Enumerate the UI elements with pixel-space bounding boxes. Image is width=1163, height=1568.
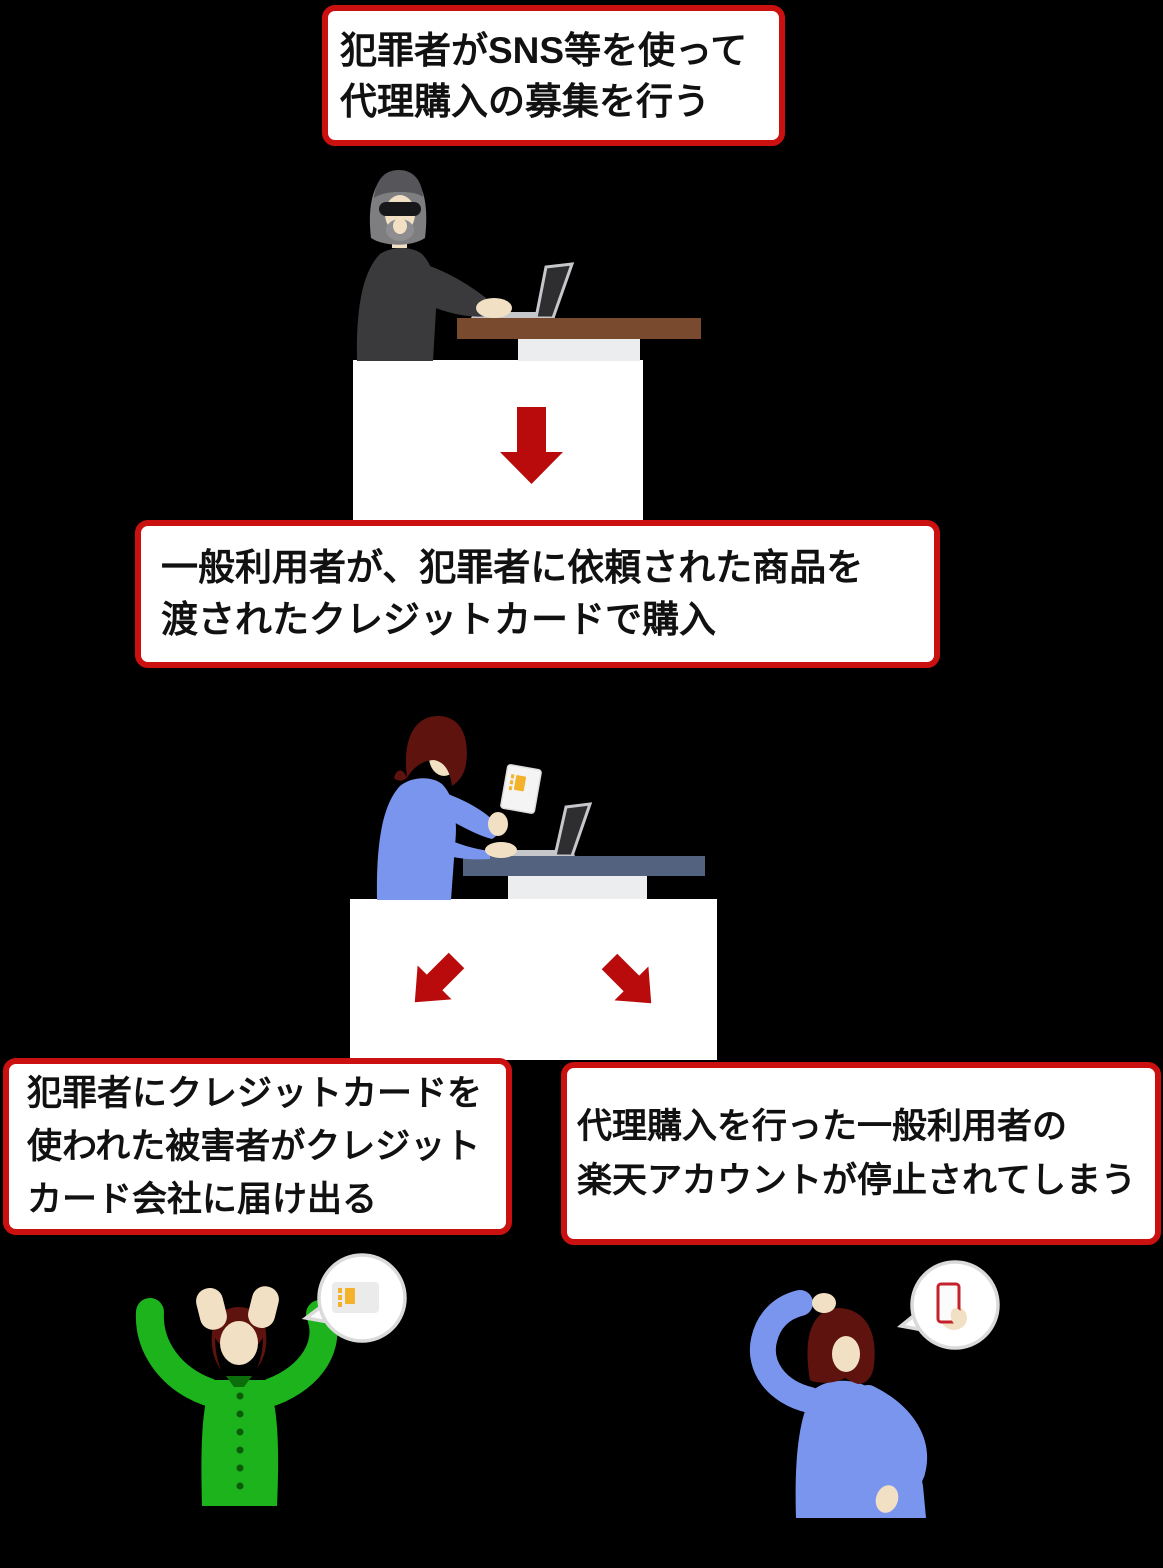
step3-right-line2: 楽天アカウントが停止されてしまう [577,1160,1136,1200]
step3-left-line3: カード会社に届け出る [27,1180,378,1219]
flow-step3-left-box: 犯罪者にクレジットカードを 使われた被害者がクレジット カード会社に届け出る [3,1058,512,1235]
smartphone-icon [936,1282,967,1330]
eye-mask-icon [379,202,421,216]
step2-line1: 一般利用者が、犯罪者に依頼された商品を [161,547,864,588]
credit-card-icon [500,764,542,814]
credit-card-icon [332,1282,379,1313]
down-arrow-icon [500,407,563,484]
step3-left-line2: 使われた被害者がクレジット [27,1127,481,1166]
flow-step2-box: 一般利用者が、犯罪者に依頼された商品を 渡されたクレジットカードで購入 [135,520,940,668]
step3-left-line1: 犯罪者にクレジットカードを [27,1074,483,1113]
down-right-arrow-icon [601,953,652,1004]
smartphone-speech-bubble [896,1260,1000,1350]
flow-step1-box: 犯罪者がSNS等を使って 代理購入の募集を行う [322,5,785,146]
step1-line2: 代理購入の募集を行う [340,80,710,122]
suspended-user-figure-illustration [749,1290,927,1518]
flow-step3-right-box: 代理購入を行った一般利用者の 楽天アカウントが停止されてしまう [561,1062,1161,1245]
down-left-arrow-icon [414,952,465,1003]
step3-right-line1: 代理購入を行った一般利用者の [577,1106,1068,1146]
step2-line2: 渡されたクレジットカードで購入 [161,599,716,640]
credit-card-speech-bubble [301,1253,407,1343]
buyer-scene-illustration [350,716,717,1060]
step1-line1: 犯罪者がSNS等を使って [340,29,748,71]
victim-figure-illustration [135,1286,338,1506]
criminal-scene-illustration [353,170,701,522]
